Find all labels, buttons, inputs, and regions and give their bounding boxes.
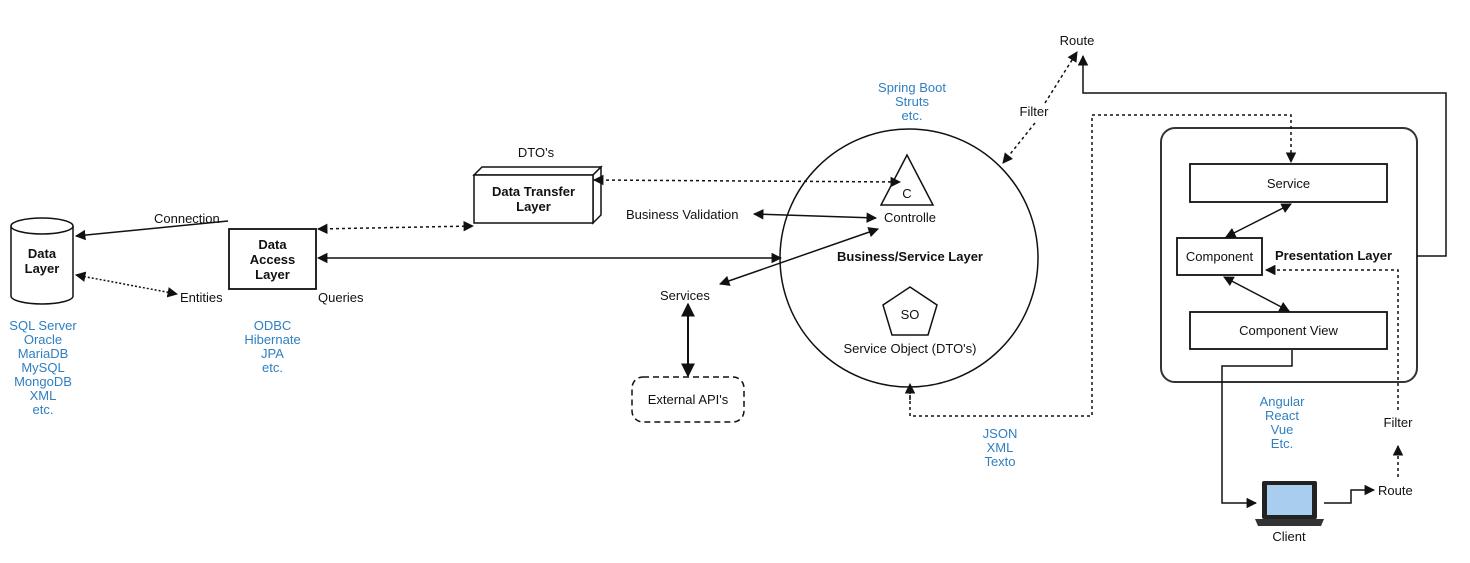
data-layer-tech-1: SQL Server [9, 318, 77, 333]
component-service-edge [1225, 203, 1292, 238]
data-layer-label-1: Data [27, 246, 57, 261]
connection-edge [74, 220, 229, 241]
client-label: Client [1272, 529, 1306, 544]
dto-caption: DTO's [517, 145, 555, 160]
presentation-layer-container [1160, 127, 1418, 383]
component-box [1176, 237, 1263, 276]
dal-tech-4: etc. [262, 360, 283, 375]
dal-label-3: Layer [255, 267, 290, 282]
external-apis-label: External API's [647, 392, 729, 407]
service-object-label: Service Object (DTO's) [843, 341, 977, 356]
presentation-framework-3: Vue [1270, 422, 1294, 437]
business-layer-title: Business/Service Layer [837, 249, 983, 264]
data-access-layer-box [228, 228, 317, 290]
dal-tech-3: JPA [261, 346, 284, 361]
dal-dto-edge [316, 220, 475, 235]
data-layer-tech-2: Oracle [23, 332, 63, 347]
queries-label: Queries [318, 290, 364, 305]
service-object-symbol: SO [900, 307, 920, 322]
connection-label: Connection [154, 211, 220, 226]
data-layer-tech-3: MariaDB [17, 346, 69, 361]
business-framework-2: Struts [895, 94, 929, 109]
format-1: JSON [982, 426, 1018, 441]
client-route-edge [1324, 484, 1376, 504]
validation-controller-edge [752, 209, 878, 223]
filter-top-label: Filter [1019, 104, 1049, 119]
dto-label-1: Data Transfer [491, 184, 576, 199]
format-2: XML [986, 440, 1014, 455]
presentation-layer-title: Presentation Layer [1275, 248, 1393, 263]
view-client-edge [1221, 350, 1293, 509]
dal-tech-1: ODBC [253, 318, 292, 333]
format-3: Texto [984, 454, 1016, 469]
route-filter-top-edge [1044, 51, 1078, 104]
data-layer-cylinder [10, 217, 74, 305]
dal-label-1: Data [258, 237, 287, 252]
services-label: Services [660, 288, 710, 303]
business-framework-3: etc. [901, 108, 923, 123]
services-controller-edge [719, 227, 879, 286]
data-layer-label-2: Layer [24, 261, 60, 276]
filter-circle-edge [1002, 122, 1036, 164]
route-top-label: Route [1059, 33, 1095, 48]
route-bottom-label: Route [1378, 483, 1413, 498]
presentation-route-edge [1077, 54, 1447, 257]
laptop-icon [1255, 481, 1324, 526]
service-object-pentagon [882, 286, 938, 336]
entities-edge [74, 271, 179, 298]
data-layer-tech-4: MySQL [21, 360, 65, 375]
dal-label-2: Access [249, 252, 296, 267]
service-label: Service [1266, 176, 1311, 191]
presentation-framework-4: Etc. [1270, 436, 1294, 451]
dal-tech-2: Hibernate [244, 332, 301, 347]
presentation-framework-1: Angular [1259, 394, 1305, 409]
format-dotted-edge [909, 114, 1297, 417]
component-view-label: Component View [1239, 323, 1338, 338]
component-view-box [1189, 311, 1388, 350]
controller-label: Controlle [883, 210, 937, 225]
dto-label-2: Layer [516, 199, 551, 214]
presentation-framework-2: React [1265, 408, 1299, 423]
data-layer-tech-5: MongoDB [14, 374, 72, 389]
business-framework-1: Spring Boot [878, 80, 946, 95]
filter-component-edge [1264, 264, 1399, 410]
business-validation-label: Business Validation [626, 207, 739, 222]
controller-symbol: C [902, 186, 912, 201]
dto-controller-edge [592, 174, 902, 188]
filter-bottom-label: Filter [1383, 415, 1413, 430]
entities-label: Entities [180, 290, 223, 305]
component-label: Component [1185, 249, 1254, 264]
data-layer-tech-6: XML [29, 388, 57, 403]
data-layer-tech-7: etc. [32, 402, 54, 417]
service-box [1189, 163, 1388, 203]
component-view-edge [1223, 276, 1290, 312]
